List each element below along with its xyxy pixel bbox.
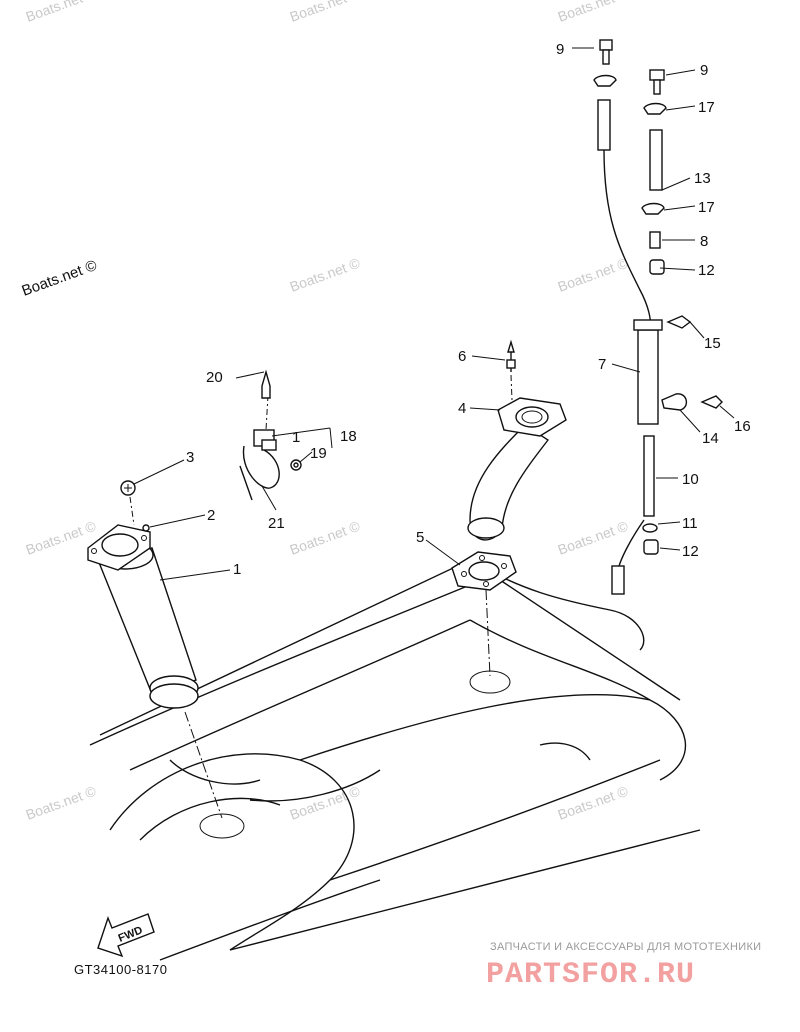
callout-17-lower: 17 — [698, 199, 715, 216]
callout-11: 11 — [682, 515, 698, 532]
callout-10: 10 — [682, 471, 699, 488]
part-bracket-cluster — [239, 369, 302, 501]
callout-9-left: 9 — [556, 41, 564, 58]
callout-7: 7 — [598, 356, 606, 373]
part-elbow-hose — [467, 339, 567, 541]
watermark: Boats.net © — [24, 0, 99, 25]
watermark: Boats.net © — [288, 517, 363, 557]
centerlines — [129, 374, 513, 819]
watermark-dark: Boats.net © — [20, 257, 100, 300]
part-filler-pipe — [87, 524, 199, 709]
callouts: 1 2 3 4 5 6 7 8 9 9 10 11 12 12 13 14 15… — [186, 41, 751, 578]
callout-17-upper: 17 — [698, 99, 715, 116]
callout-13: 13 — [694, 170, 711, 187]
callout-4: 4 — [458, 400, 466, 417]
callout-12-lower: 12 — [682, 543, 699, 560]
part-gasket — [451, 551, 517, 591]
fwd-arrow-icon: FWD — [97, 913, 155, 958]
callout-1-small: 1 — [292, 429, 300, 446]
watermark: Boats.net © — [556, 254, 631, 294]
hull-outline — [89, 559, 701, 961]
callout-20: 20 — [206, 369, 223, 386]
callout-8: 8 — [700, 233, 708, 250]
watermark: Boats.net © — [556, 517, 631, 557]
brand-watermark: ЗАПЧАСТИ И АКСЕССУАРЫ ДЛЯ МОТОТЕХНИКИ PA… — [486, 941, 761, 992]
watermark: Boats.net © — [556, 782, 631, 822]
brand-tagline: ЗАПЧАСТИ И АКСЕССУАРЫ ДЛЯ МОТОТЕХНИКИ — [490, 941, 761, 953]
watermark: Boats.net © — [288, 0, 363, 25]
part-screw-washer — [120, 480, 150, 532]
drawing-code: GT34100-8170 — [74, 962, 167, 977]
callout-2: 2 — [207, 507, 215, 524]
watermark: Boats.net © — [556, 0, 631, 25]
callout-16: 16 — [734, 418, 751, 435]
callout-14: 14 — [702, 430, 719, 447]
callout-21: 21 — [268, 515, 285, 532]
watermark: Boats.net © — [24, 782, 99, 822]
leader-lines — [133, 47, 735, 581]
callout-5: 5 — [416, 529, 424, 546]
callout-9-right: 9 — [700, 62, 708, 79]
watermark: Boats.net © — [288, 782, 363, 822]
callout-18: 18 — [340, 428, 357, 445]
watermark: Boats.net © — [288, 254, 363, 294]
callout-3: 3 — [186, 449, 194, 466]
brand-name: PARTSFOR.RU — [486, 958, 695, 992]
callout-15: 15 — [704, 335, 721, 352]
callout-6: 6 — [458, 348, 466, 365]
part-vent-assembly — [593, 39, 723, 595]
callout-19: 19 — [310, 445, 327, 462]
callout-12-upper: 12 — [698, 262, 715, 279]
callout-1: 1 — [233, 561, 241, 578]
